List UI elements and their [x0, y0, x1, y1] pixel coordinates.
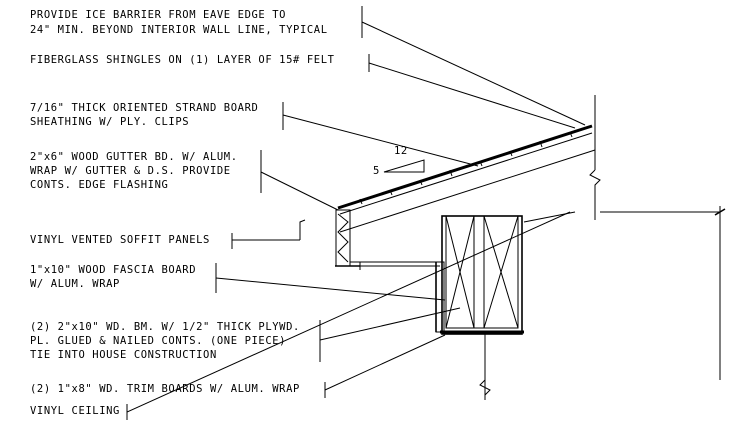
gutter-board [335, 209, 361, 270]
roof-assembly [337, 95, 601, 233]
note-ice-barrier-line2: 24" MIN. BEYOND INTERIOR WALL LINE, TYPI… [30, 24, 328, 36]
dimension-line [714, 206, 726, 380]
soffit-panel [350, 261, 440, 267]
note-osb-line1: 7/16" THICK ORIENTED STRAND BOARD [30, 102, 258, 114]
slope-rise: 5 [373, 165, 380, 177]
note-beam-line3: TIE INTO HOUSE CONSTRUCTION [30, 349, 217, 361]
shingle-courses [359, 131, 573, 205]
note-gutter-line1: 2"x6" WOOD GUTTER BD. W/ ALUM. [30, 151, 238, 163]
slope-indicator: 5 12 [373, 145, 425, 177]
note-osb-line2: SHEATHING W/ PLY. CLIPS [30, 116, 189, 128]
leader-lines [126, 6, 586, 420]
note-fascia-line1: 1"x10" WOOD FASCIA BOARD [30, 264, 196, 276]
beam [440, 215, 524, 335]
note-shingles: FIBERGLASS SHINGLES ON (1) LAYER OF 15# … [30, 54, 335, 66]
note-gutter-line2: WRAP W/ GUTTER & D.S. PROVIDE [30, 165, 231, 177]
note-beam-line1: (2) 2"x10" WD. BM. W/ 1/2" THICK PLYWD. [30, 321, 300, 333]
note-beam-line2: PL. GLUED & NAILED CONTS. (ONE PIECE) [30, 335, 286, 347]
note-gutter-line3: CONTS. EDGE FLASHING [30, 179, 168, 191]
note-soffit: VINYL VENTED SOFFIT PANELS [30, 234, 210, 246]
note-fascia-line2: W/ ALUM. WRAP [30, 278, 120, 290]
note-ice-barrier-line1: PROVIDE ICE BARRIER FROM EAVE EDGE TO [30, 9, 286, 21]
note-ceiling: VINYL CEILING [30, 405, 120, 417]
ceiling-and-wall [479, 211, 720, 400]
slope-run: 12 [394, 145, 408, 157]
note-trim: (2) 1"x8" WD. TRIM BOARDS W/ ALUM. WRAP [30, 383, 300, 395]
